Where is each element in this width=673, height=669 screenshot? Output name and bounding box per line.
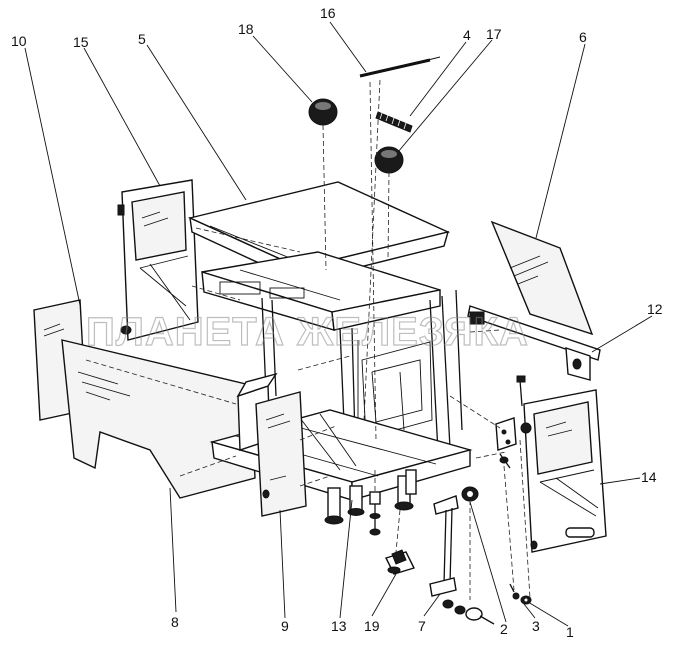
callout-18: 18: [238, 21, 254, 37]
hinge-hardware: [495, 375, 532, 469]
callout-5: 5: [138, 31, 146, 47]
part-14-right-door: [523, 389, 607, 553]
callout-4: 4: [463, 27, 471, 43]
part-12-bracket: [467, 305, 601, 381]
callout-3: 3: [532, 618, 540, 634]
part-4-spring: [375, 111, 413, 133]
callout-17: 17: [486, 26, 502, 42]
part-19-damper: [385, 549, 415, 575]
callout-19: 19: [364, 618, 380, 634]
callout-labels: 10 15 5 18 16 4 17 6 12 14 8 9 13 19 7 2…: [11, 5, 663, 640]
assembly-guides: [85, 79, 531, 600]
part-8-lower-side-glass: [61, 339, 256, 499]
part-15-left-door: [117, 179, 199, 341]
leader-lines: [24, 21, 653, 627]
watermark-text: ПЛАНЕТА ЖЕЛЕЗЯКА: [86, 310, 529, 354]
part-13-bolt: [369, 491, 381, 536]
part-9-windshield-glass: [255, 391, 307, 517]
callout-7: 7: [418, 618, 426, 634]
callout-13: 13: [331, 618, 347, 634]
callout-16: 16: [320, 5, 336, 21]
part-3-fastener: [509, 583, 532, 605]
callout-9: 9: [281, 618, 289, 634]
part-18-vent-cap: [308, 98, 338, 126]
part-6-right-glass: [490, 220, 594, 336]
part-7-linkage: [429, 486, 495, 625]
callout-6: 6: [579, 29, 587, 45]
callout-15: 15: [73, 34, 89, 50]
callout-8: 8: [171, 614, 179, 630]
callout-2: 2: [500, 621, 508, 637]
callout-10: 10: [11, 33, 27, 49]
cab-frame: [201, 251, 473, 525]
callout-14: 14: [641, 469, 657, 485]
part-16-rod: [359, 56, 441, 78]
callout-12: 12: [647, 301, 663, 317]
callout-1: 1: [566, 624, 574, 640]
